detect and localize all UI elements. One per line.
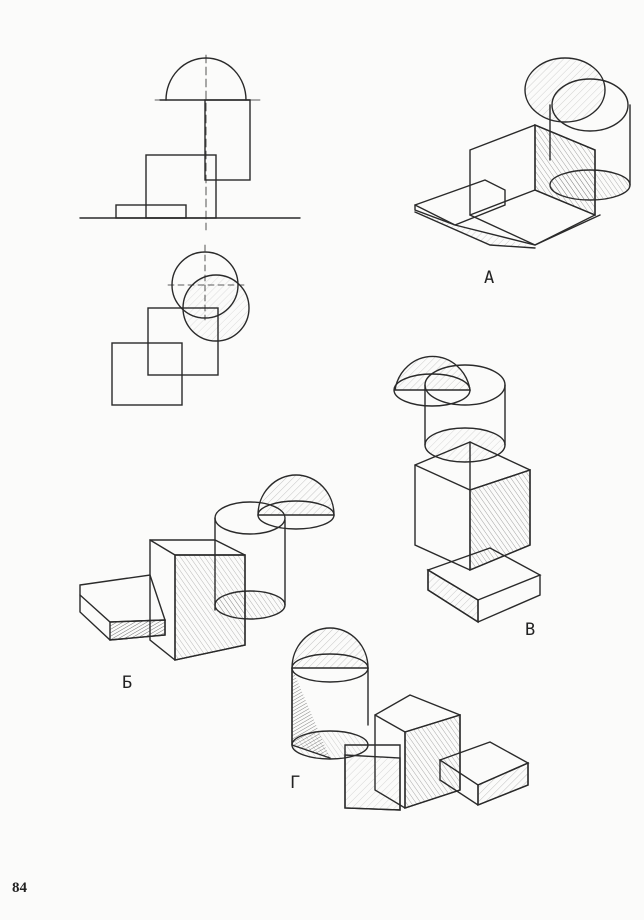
label-b: Б	[122, 673, 133, 693]
top-view-drawing	[111, 244, 250, 406]
label-a: А	[484, 268, 495, 288]
label-g: Г	[290, 773, 301, 793]
page-number: 84	[12, 880, 27, 896]
sketch-g	[291, 627, 530, 811]
sketch-b	[79, 474, 335, 661]
sketch-a	[414, 57, 631, 249]
label-v: В	[525, 620, 536, 640]
front-view-drawing	[79, 54, 301, 231]
sketch-v	[393, 355, 542, 624]
